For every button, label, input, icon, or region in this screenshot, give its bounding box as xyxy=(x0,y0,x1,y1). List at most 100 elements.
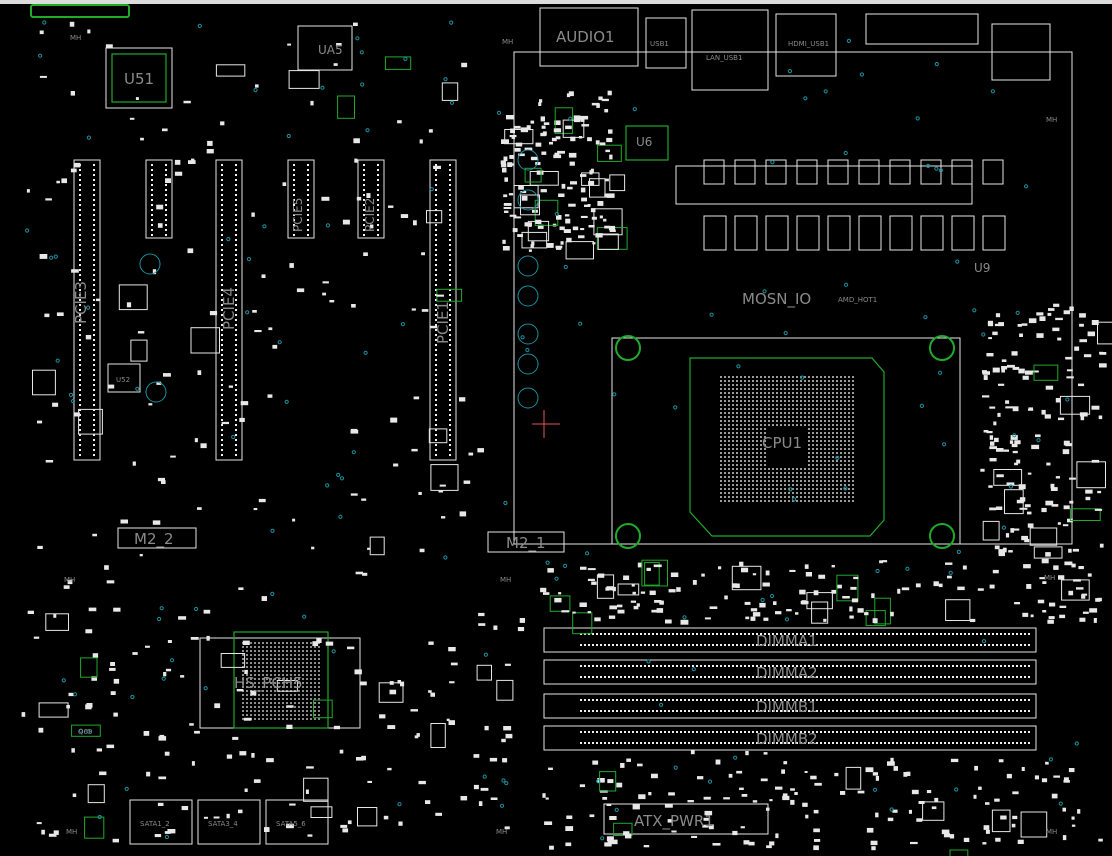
pch-ball xyxy=(302,646,304,648)
smd-part xyxy=(207,140,213,146)
pch-ball xyxy=(306,702,308,704)
smd-part xyxy=(1053,565,1059,570)
dimm-pin xyxy=(924,710,926,712)
smd-part xyxy=(1009,440,1014,444)
pch-ball xyxy=(298,698,300,700)
bga-ball xyxy=(724,412,726,414)
smd-part xyxy=(63,585,70,589)
dimm-pin xyxy=(604,742,606,744)
smd-part xyxy=(897,588,901,594)
dimm-pin xyxy=(924,665,926,667)
bga-ball xyxy=(748,380,750,382)
smd-part xyxy=(197,370,202,375)
smd-part xyxy=(554,597,562,603)
smd-part xyxy=(606,193,615,198)
dimm-pin xyxy=(828,665,830,667)
bga-ball xyxy=(796,488,798,490)
vrm-inductor xyxy=(889,215,913,251)
pcie-pin xyxy=(79,264,81,266)
smd-part xyxy=(528,249,532,252)
smd-part xyxy=(602,797,608,800)
bga-ball xyxy=(720,448,722,450)
pcie-pin xyxy=(449,339,451,341)
smd-part xyxy=(591,581,597,585)
pcie-pin xyxy=(221,419,223,421)
smd-part xyxy=(1068,768,1075,773)
pcie-pin xyxy=(79,309,81,311)
bga-ball xyxy=(812,412,814,414)
bga-ball xyxy=(836,480,838,482)
pch-ball xyxy=(282,686,284,688)
pcie-pin xyxy=(235,314,237,316)
bga-ball xyxy=(848,440,850,442)
dimm-pin xyxy=(724,665,726,667)
dimm-pin xyxy=(660,644,662,646)
smd-part xyxy=(71,269,79,273)
dimm-pin xyxy=(884,742,886,744)
bga-ball xyxy=(840,376,842,378)
pch-ball xyxy=(278,662,280,664)
smd-part xyxy=(906,771,911,776)
bga-ball xyxy=(824,380,826,382)
smd-part xyxy=(986,353,994,357)
bga-ball xyxy=(744,424,746,426)
dimm-pin xyxy=(840,676,842,678)
dimm-pin xyxy=(964,699,966,701)
pch-ball xyxy=(266,714,268,716)
pch-ball xyxy=(298,642,300,644)
pch-ball xyxy=(258,666,260,668)
smd-part xyxy=(555,245,563,249)
pcie-pin xyxy=(79,284,81,286)
smd-part xyxy=(1039,316,1046,321)
pch-ball xyxy=(242,662,244,664)
dimm-pin xyxy=(632,699,634,701)
dimm-outline xyxy=(543,627,1037,653)
smd-part xyxy=(595,140,600,145)
bga-ball xyxy=(852,500,854,502)
bga-ball xyxy=(840,492,842,494)
pcie-pin xyxy=(221,179,223,181)
dimm-pin xyxy=(604,633,606,635)
pcie-pin xyxy=(79,324,81,326)
bga-ball xyxy=(800,484,802,486)
bga-ball xyxy=(788,420,790,422)
smd-part xyxy=(814,782,822,786)
pcie-pin xyxy=(293,194,295,196)
bga-ball xyxy=(764,380,766,382)
smd-part xyxy=(604,109,609,113)
bga-ball xyxy=(808,420,810,422)
pch-ball xyxy=(250,666,252,668)
bga-ball xyxy=(808,496,810,498)
smd-part xyxy=(191,158,195,161)
smd-part xyxy=(1097,321,1112,345)
bga-ball xyxy=(744,492,746,494)
pcie-pin xyxy=(93,269,95,271)
smd-part xyxy=(513,185,539,209)
pch-ball xyxy=(278,698,280,700)
via xyxy=(942,442,947,447)
dimm-pin xyxy=(644,710,646,712)
dimm-pin xyxy=(768,742,770,744)
pcie-pin xyxy=(93,309,95,311)
dimm-pin xyxy=(688,731,690,733)
dimm-pin xyxy=(680,742,682,744)
via xyxy=(682,615,687,620)
bga-ball xyxy=(820,496,822,498)
dimm-pin xyxy=(816,676,818,678)
smd-part xyxy=(579,602,587,607)
smd-part xyxy=(502,239,506,244)
bga-ball xyxy=(848,464,850,466)
pch-ball xyxy=(306,710,308,712)
dimm-pin xyxy=(948,665,950,667)
dimm-pin xyxy=(912,644,914,646)
pch-ball xyxy=(242,706,244,708)
smd-part xyxy=(383,815,389,820)
pcie-pin xyxy=(93,434,95,436)
pch-ball xyxy=(270,674,272,676)
dimm-pin xyxy=(840,633,842,635)
pcie-pin xyxy=(435,199,437,201)
dimm-pin xyxy=(756,742,758,744)
dimm-pin xyxy=(1024,644,1026,646)
bga-ball xyxy=(720,412,722,414)
smd-part xyxy=(804,771,808,773)
